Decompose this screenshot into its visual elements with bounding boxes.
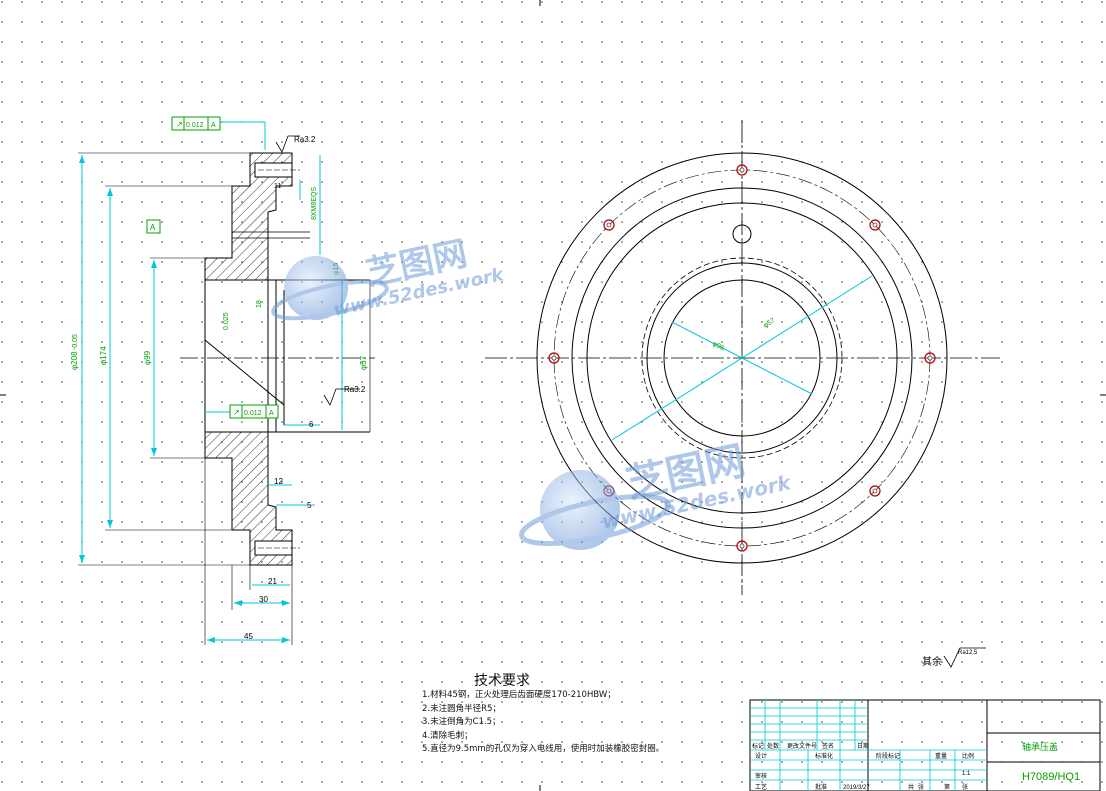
tb-header-2: 处数 — [767, 742, 779, 750]
tech-item-3: 3.未注倒角为C1.5； — [422, 717, 501, 727]
tb-header-1: 标记 — [752, 742, 764, 750]
tb-header-4: 签名 — [822, 742, 834, 750]
dim-30: 30 — [259, 595, 268, 604]
tech-item-1: 1.材料45钢，正火处理后齿面硬度170-210HBW； — [422, 690, 616, 700]
dim-hub: φ57 — [359, 355, 368, 370]
tb-scale-label: 比例 — [962, 752, 974, 760]
general-roughness-value: Ra12.5 — [958, 650, 978, 656]
inner-bore — [663, 279, 821, 437]
roughness-symbol-top — [275, 135, 300, 153]
tb-sheet-2: 张 — [962, 783, 968, 791]
tol-value-mid: 0.012 — [244, 410, 262, 417]
watermark-globe-2 — [519, 470, 671, 550]
title-block: 标记 处数 更改文件号 签名 日期 设计 标准化 审核 工艺 批准 2019/3… — [749, 699, 1101, 791]
tb-stage: 阶段标记 — [876, 752, 900, 760]
tol-datum-mid: A — [269, 410, 274, 417]
tb-scale: 1:1 — [962, 771, 971, 777]
tb-standard: 标准化 — [815, 752, 833, 760]
runout-icon: ↗ — [176, 120, 183, 129]
dim-18: 18 — [256, 300, 263, 308]
dim-thread: 8XM8EQS — [311, 187, 318, 220]
tb-sheet: 张 — [918, 783, 924, 791]
dim-chamfer: 0.025 — [223, 312, 230, 330]
tol-datum-top: A — [211, 122, 216, 129]
datum-box — [146, 219, 161, 234]
tech-item-2: 2.未注圆角半径R5； — [422, 703, 501, 714]
dim-12: 12 — [274, 477, 283, 486]
tb-weight: 重量 — [935, 752, 947, 760]
dim-od-tol: -0.05 — [72, 334, 79, 350]
roughness-symbol-bottom — [323, 388, 360, 406]
dim-bore: φ99 — [143, 350, 152, 365]
tb-approve: 批准 — [815, 783, 827, 791]
watermark-globe-1 — [271, 256, 389, 321]
tb-drawing-no: H7089/HQ1 — [1022, 771, 1080, 783]
roughness-bottom-label: Ra3.2 — [344, 385, 366, 394]
dim-21: 21 — [268, 577, 277, 586]
general-roughness-symbol — [943, 647, 986, 668]
dim-5: 5 — [307, 501, 312, 510]
tb-date: 2019/3/27 — [843, 785, 870, 791]
tb-header-5: 日期 — [857, 742, 869, 750]
outer-rim — [536, 152, 948, 564]
dim-45: 45 — [244, 632, 253, 641]
wire-hole — [732, 224, 752, 244]
dim-face-96: φ96 — [711, 341, 725, 353]
roughness-top-label: Ra3.2 — [294, 135, 316, 144]
section-view: φ208 -0.05 φ174 φ99 φ57 8XM8EQS φ15 0.02… — [70, 116, 375, 645]
runout-icon-2: ↗ — [233, 408, 240, 417]
tb-design: 设计 — [755, 752, 767, 760]
general-roughness-prefix: 其余 — [922, 655, 942, 668]
tech-item-4: 4.清除毛刺； — [422, 730, 473, 741]
tb-review: 审核 — [755, 772, 767, 780]
tb-header-3: 更改文件号 — [787, 742, 817, 750]
dim-11: 11 — [274, 183, 281, 190]
tb-nth: 第 — [944, 783, 950, 791]
tol-value-top: 0.012 — [186, 122, 204, 129]
tech-item-5: 5.直径为9.5mm的孔仅为穿入电线用，使用时加装橡胶密封圈。 — [422, 744, 665, 754]
tb-craft: 工艺 — [755, 783, 767, 791]
tb-total: 共 — [908, 783, 914, 791]
dim-bolt-circle: φ174 — [99, 346, 108, 365]
tech-title: 技术要求 — [474, 673, 530, 689]
dim-od-outer: φ208 — [70, 351, 79, 370]
datum-letter: A — [150, 223, 156, 232]
dim-6: 6 — [309, 420, 314, 429]
tb-part-name: 轴承压盖 — [1022, 741, 1058, 752]
